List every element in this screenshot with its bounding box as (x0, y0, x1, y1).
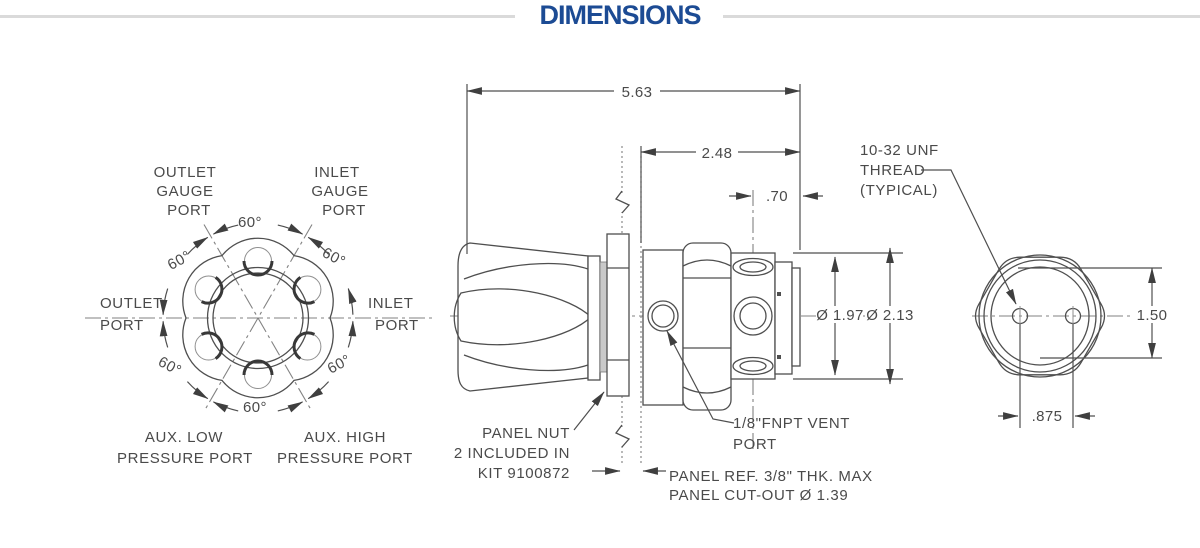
panel-nut-note-3: KIT 9100872 (478, 465, 570, 482)
outlet-gauge-port-label-3: PORT (167, 202, 211, 219)
knob-notches (194, 247, 322, 389)
inlet-port-label-2: PORT (375, 317, 419, 334)
page-title: DIMENSIONS (539, 0, 701, 30)
thread-leader (921, 169, 1017, 305)
dim-hole-spacing: .875 (998, 324, 1095, 428)
thread-note-1: 10-32 UNF (860, 142, 939, 159)
panel-nut-note-2: 2 INCLUDED IN (454, 445, 570, 462)
knob-side-view (453, 242, 608, 392)
title-divider-left (0, 15, 515, 18)
regulator-body (642, 242, 801, 411)
vent-port-note-1: 1/8"FNPT VENT (733, 415, 850, 432)
vent-port-leader (666, 330, 735, 424)
dia-outer-value: Ø 2.13 (866, 307, 913, 324)
dim-overall-width-value: 5.63 (622, 84, 653, 101)
end-view-notes: 10-32 UNF THREAD (TYPICAL) (860, 142, 939, 199)
outlet-gauge-port-label-1: OUTLET (154, 164, 217, 181)
inlet-gauge-port-label-1: INLET (314, 164, 360, 181)
aux-low-label-1: AUX. LOW (145, 429, 223, 446)
title-divider-right (723, 15, 1200, 18)
outlet-gauge-port-label-2: GAUGE (156, 183, 213, 200)
angle-label-upper-right: 60° (319, 244, 348, 270)
side-view-notes: PANEL NUT 2 INCLUDED IN KIT 9100872 1/8"… (454, 415, 873, 504)
dim-end-offset: .70 (729, 188, 823, 205)
dim-overall-width: 5.63 (466, 83, 801, 254)
dia-inner-value: Ø 1.97 (816, 307, 863, 324)
angle-label-lower-left: 60° (155, 353, 184, 379)
thread-note-2: THREAD (860, 162, 925, 179)
dim-body-width: 2.48 (640, 144, 801, 243)
angle-dimension-arcs (159, 223, 357, 413)
aux-high-label-2: PRESSURE PORT (277, 450, 413, 467)
angle-label-top: 60° (238, 214, 262, 231)
dim-body-width-value: 2.48 (702, 145, 733, 162)
front-view-labels: OUTLET GAUGE PORT INLET GAUGE PORT OUTLE… (100, 164, 419, 467)
angle-label-bottom: 60° (243, 399, 267, 416)
panel-ref-note-2: PANEL CUT-OUT Ø 1.39 (669, 487, 848, 504)
aux-low-label-2: PRESSURE PORT (117, 450, 253, 467)
thread-note-3: (TYPICAL) (860, 182, 938, 199)
outlet-port-label-2: PORT (100, 317, 144, 334)
inlet-port-label-1: INLET (368, 295, 414, 312)
inlet-gauge-port-label-3: PORT (322, 202, 366, 219)
dim-flats-value: 1.50 (1137, 307, 1168, 324)
inlet-gauge-port-label-2: GAUGE (311, 183, 368, 200)
panel-nut-note-1: PANEL NUT (482, 425, 570, 442)
panel-nut (606, 233, 630, 397)
dim-hole-spacing-value: .875 (1032, 408, 1063, 425)
end-view-drawing: 1.50 .875 10-32 UNF THREAD (TYPICAL) (860, 142, 1171, 428)
dim-flats: 1.50 (1018, 267, 1171, 359)
thread-holes (1011, 306, 1082, 326)
side-view-drawing: 5.63 2.48 .70 Ø 1.97 (450, 83, 915, 504)
outlet-port-label-1: OUTLET (100, 295, 163, 312)
aux-high-label-1: AUX. HIGH (304, 429, 386, 446)
vent-port-note-2: PORT (733, 436, 777, 453)
dim-diameters: Ø 1.97 Ø 2.13 (793, 247, 915, 385)
panel-nut-leader (573, 391, 605, 431)
panel-ref-note-1: PANEL REF. 3/8" THK. MAX (669, 468, 873, 485)
front-view-drawing: 60° 60° 60° 60° 60° 60° OUTLET GAUGE POR… (85, 164, 432, 467)
dim-end-offset-value: .70 (766, 188, 788, 205)
